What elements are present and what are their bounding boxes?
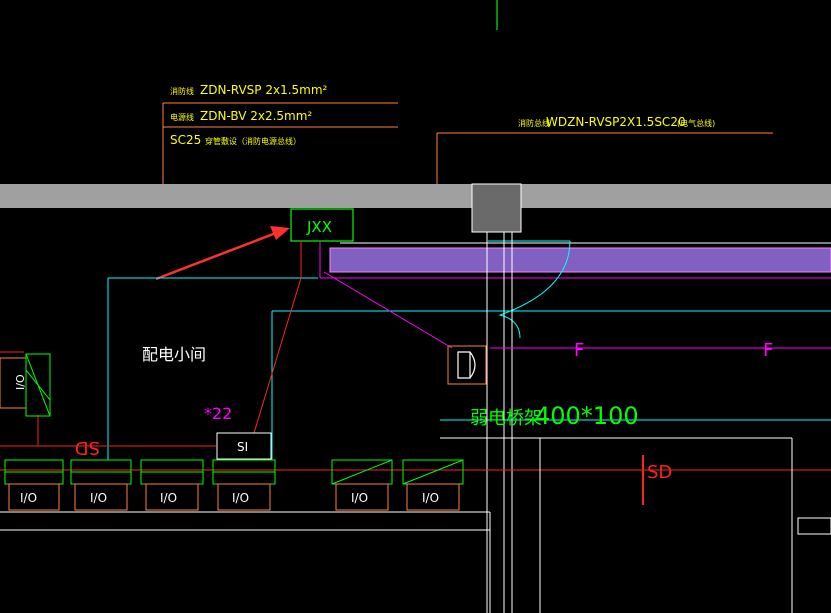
sd-label-left: SD bbox=[75, 437, 100, 458]
speaker-device-icon[interactable] bbox=[447, 345, 487, 385]
vertical-io-module[interactable]: I/O bbox=[0, 353, 51, 417]
left-callout bbox=[162, 102, 398, 185]
cyan-conduits bbox=[107, 240, 831, 460]
cable-1-prefix: 消防线 bbox=[170, 86, 194, 96]
io-label: I/O bbox=[422, 491, 439, 505]
io-module-4[interactable]: I/O bbox=[212, 459, 276, 511]
vertical-io-label: I/O bbox=[14, 374, 27, 390]
io-label: I/O bbox=[351, 491, 368, 505]
column-block bbox=[471, 183, 522, 233]
magenta-wire bbox=[323, 271, 453, 349]
io-label: I/O bbox=[20, 491, 37, 505]
arrow-annotation bbox=[155, 226, 290, 281]
io-module-6[interactable]: I/O bbox=[402, 459, 464, 511]
junction-box-label: JXX bbox=[306, 218, 332, 236]
f-label-2: F bbox=[763, 340, 773, 361]
io-module-3[interactable]: I/O bbox=[140, 459, 204, 511]
io-module-1[interactable]: I/O bbox=[4, 459, 64, 511]
right-cable-note: (电气总线) bbox=[677, 118, 715, 128]
si-box[interactable] bbox=[216, 432, 272, 460]
conduit-note: 穿管敷设（消防电源总线） bbox=[205, 136, 301, 146]
cable-2-prefix: 电源线 bbox=[170, 112, 194, 122]
cable-1-spec: ZDN-RVSP 2x1.5mm² bbox=[200, 83, 328, 97]
room-label: 配电小间 bbox=[142, 345, 206, 364]
junction-box[interactable] bbox=[290, 208, 354, 242]
io-module-5[interactable]: I/O bbox=[331, 459, 393, 511]
si-label: SI bbox=[237, 440, 248, 454]
sd-label-right: SD bbox=[647, 462, 672, 483]
right-callout bbox=[436, 132, 773, 185]
tray-label: 弱电桥架 bbox=[470, 408, 542, 429]
cable-tray-pink bbox=[329, 247, 831, 273]
riser-lines bbox=[486, 232, 513, 613]
tray-size: 400*100 bbox=[535, 402, 639, 430]
structural-beam bbox=[0, 184, 831, 208]
io-module-2[interactable]: I/O bbox=[70, 459, 132, 511]
io-label: I/O bbox=[160, 491, 177, 505]
red-wires bbox=[0, 241, 831, 471]
module-count-label: *22 bbox=[204, 404, 232, 423]
right-cable-spec: WDZN-RVSP2X1.5SC20 bbox=[546, 115, 686, 129]
right-cable-prefix: 消防总线 bbox=[518, 118, 550, 128]
room-outlines bbox=[0, 437, 831, 613]
io-label: I/O bbox=[90, 491, 107, 505]
io-label: I/O bbox=[232, 491, 249, 505]
f-label-1: F bbox=[574, 340, 584, 361]
cable-2-spec: ZDN-BV 2x2.5mm² bbox=[200, 109, 312, 123]
conduit-spec: SC25 bbox=[170, 133, 201, 147]
